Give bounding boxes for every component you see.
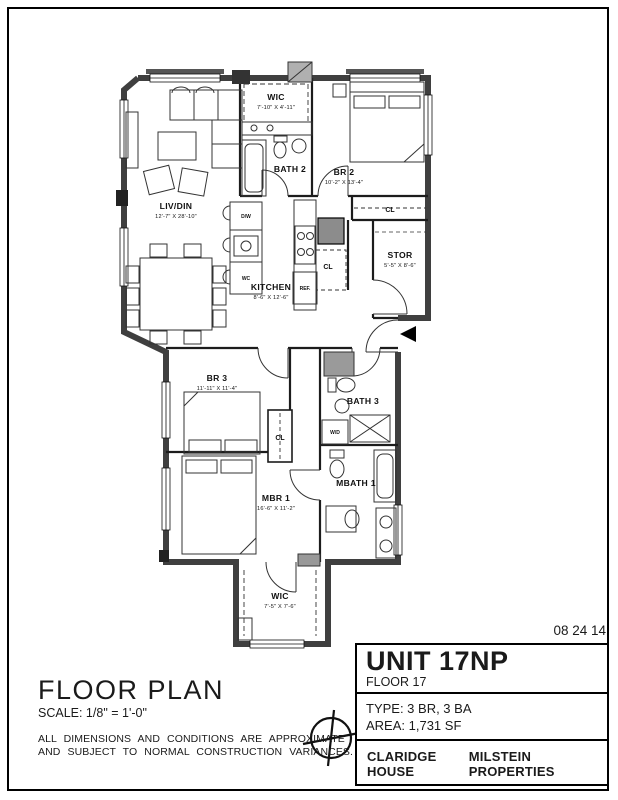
title-block-unit-row: UNIT 17NP FLOOR 17 [357, 645, 607, 692]
sofa-icon [169, 86, 243, 169]
sheet-date: 08 24 14 [553, 623, 606, 638]
dim-wic-top: 7'-10" X 4'-11" [257, 105, 295, 111]
wic-shelf [237, 617, 253, 641]
label-dw: D/W [241, 214, 251, 220]
wic-bottom-closet [243, 570, 317, 636]
label-mbr1: MBR 1 [262, 493, 290, 503]
label-wic-top: WIC [267, 92, 285, 102]
shaft-hatch [287, 61, 313, 83]
label-br2: BR 2 [334, 167, 355, 177]
title-block-brand-row: CLARIDGE HOUSE MILSTEIN PROPERTIES [357, 739, 607, 786]
kitchen-closet [315, 249, 347, 291]
label-bath2: BATH 2 [274, 164, 306, 174]
bath2-fixtures [241, 121, 313, 197]
plan-title: FLOOR PLAN [38, 675, 225, 705]
shelf-icon [125, 111, 139, 169]
kitchen-island [222, 201, 263, 295]
dim-kitchen: 8'-6" X 12'-6" [253, 295, 288, 301]
exterior-walls [121, 75, 431, 647]
br2-bed-icon [332, 81, 425, 163]
company-name: MILSTEIN PROPERTIES [468, 748, 555, 779]
label-stor: STOR [388, 250, 413, 260]
washer-dryer-icon [321, 419, 349, 445]
mbr-bed-icon [181, 455, 257, 555]
label-wd: W/D [330, 430, 340, 436]
entry-arrow-icon [400, 326, 416, 342]
label-mbath1: MBATH 1 [336, 478, 376, 488]
disclaimer-line-2: AND SUBJECT TO NORMAL CONSTRUCTION VARIA… [38, 746, 354, 758]
dim-wic-bottom: 7'-5" X 7'-6" [264, 604, 296, 610]
br3-bed-icon [183, 391, 261, 455]
north-arrow-icon [302, 709, 360, 767]
unit-type: TYPE: 3 BR, 3 BA [366, 701, 472, 716]
armchairs-icon [142, 164, 209, 197]
dim-br2: 10'-2" X 13'-4" [325, 180, 363, 186]
coffee-table-icon [157, 131, 197, 161]
bath3-fixtures [323, 351, 391, 443]
label-ref: REF. [300, 286, 311, 292]
plan-scale: SCALE: 1/8" = 1'-0" [38, 706, 147, 720]
label-bath3: BATH 3 [347, 396, 379, 406]
shaft-block [317, 217, 345, 245]
dim-livdin: 12'-7" X 28'-10" [155, 214, 197, 220]
disclaimer: ALL DIMENSIONS AND CONDITIONS ARE APPROX… [38, 733, 353, 759]
label-kitchen: KITCHEN [251, 282, 291, 292]
building-name: CLARIDGE HOUSE [367, 748, 437, 779]
windows [119, 73, 433, 649]
disclaimer-line-1: ALL DIMENSIONS AND CONDITIONS ARE APPROX… [38, 733, 345, 745]
dim-mbr1: 16'-6" X 11'-2" [257, 506, 295, 512]
label-wc: WC [242, 276, 251, 282]
unit-number: UNIT 17NP [366, 646, 509, 676]
label-livdin: LIV/DIN [160, 201, 193, 211]
br3-closet [267, 409, 293, 463]
title-block-spec-row: TYPE: 3 BR, 3 BA AREA: 1,731 SF [357, 692, 607, 739]
wic-top-closet [243, 83, 309, 123]
plan-title-area: FLOOR PLAN SCALE: 1/8" = 1'-0" [38, 675, 225, 721]
floor-number: FLOOR 17 [366, 675, 427, 689]
dining-table-icon [125, 243, 227, 345]
label-cl-br2: CL [385, 207, 395, 214]
kitchen-range-counter [292, 199, 318, 311]
unit-area: AREA: 1,731 SF [366, 718, 462, 733]
dim-br3: 11'-11" X 11'-4" [197, 386, 237, 392]
label-cl-br3: CL [275, 435, 285, 442]
title-block: UNIT 17NP FLOOR 17 TYPE: 3 BR, 3 BA AREA… [355, 643, 609, 786]
label-wic-bottom: WIC [271, 591, 289, 601]
label-br3: BR 3 [207, 373, 228, 383]
label-cl-kitchen: CL [323, 264, 333, 271]
dim-stor: 5'-5" X 8'-6" [384, 263, 416, 269]
mbath-fixtures [325, 449, 397, 559]
